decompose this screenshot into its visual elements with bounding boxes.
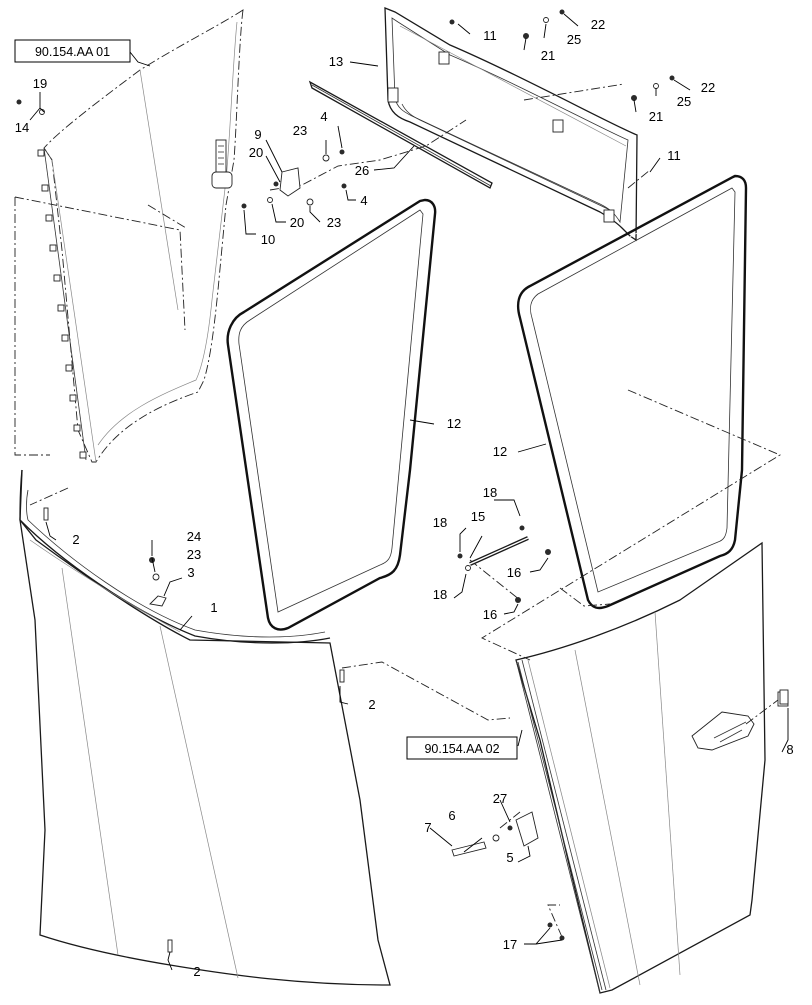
reference-box-01: 90.154.AA 01 <box>14 39 131 63</box>
front-curved-glass <box>19 469 391 986</box>
callout-4-bot: 4 <box>360 193 367 208</box>
callout-25-top: 25 <box>567 32 581 47</box>
callout-21-mid: 21 <box>649 109 663 124</box>
callout-24: 24 <box>187 529 201 544</box>
callout-2-front-left: 2 <box>72 532 79 547</box>
callout-19: 19 <box>33 76 47 91</box>
seal-left <box>226 198 437 631</box>
reference-box-02: 90.154.AA 02 <box>406 736 518 760</box>
weather-strip <box>308 80 493 189</box>
callout-26: 26 <box>355 163 369 178</box>
callout-14: 14 <box>15 120 29 135</box>
callout-6: 6 <box>448 808 455 823</box>
callout-18-top: 18 <box>483 485 497 500</box>
leader-lines <box>29 13 789 971</box>
rear-window-frame <box>384 7 638 242</box>
callout-4-top: 4 <box>320 109 327 124</box>
callout-10: 10 <box>261 232 275 247</box>
seal-right <box>516 174 748 610</box>
callout-20-bot: 20 <box>290 215 304 230</box>
callout-23-top: 23 <box>293 123 307 138</box>
callout-23-bot: 23 <box>187 547 201 562</box>
callout-8: 8 <box>786 742 793 757</box>
latch-mechanism-upper <box>211 139 233 189</box>
callout-15: 15 <box>471 509 485 524</box>
callout-21-top: 21 <box>541 48 555 63</box>
callout-1: 1 <box>210 600 217 615</box>
hinge-strip-left <box>37 149 87 459</box>
door-handle <box>691 691 789 751</box>
callout-22-top: 22 <box>591 17 605 32</box>
callouts: 19 14 11 13 21 25 22 21 25 22 11 26 9 20… <box>15 17 794 979</box>
callout-23-mid: 23 <box>327 215 341 230</box>
right-door-glass <box>515 541 789 994</box>
callout-25-mid: 25 <box>677 94 691 109</box>
callout-17: 17 <box>503 937 517 952</box>
upper-left-glass-panel <box>37 9 244 463</box>
callout-9: 9 <box>254 127 261 142</box>
assembly-centerlines <box>14 83 781 938</box>
callout-20-top: 20 <box>249 145 263 160</box>
callout-16-bot: 16 <box>483 607 497 622</box>
callout-11-mid: 11 <box>667 148 681 163</box>
callout-3: 3 <box>187 565 194 580</box>
callout-18-bot: 18 <box>433 587 447 602</box>
callout-2-front-bottom: 2 <box>193 964 200 979</box>
reference-label-02: 90.154.AA 02 <box>424 742 499 756</box>
callout-11-top: 11 <box>483 28 497 43</box>
callout-5: 5 <box>506 850 513 865</box>
callout-2-front-mid: 2 <box>368 697 375 712</box>
reference-label-01: 90.154.AA 01 <box>35 45 110 59</box>
callout-16-top: 16 <box>507 565 521 580</box>
callout-7: 7 <box>424 820 431 835</box>
callout-18-left: 18 <box>433 515 447 530</box>
callout-13: 13 <box>329 54 343 69</box>
callout-22-mid: 22 <box>701 80 715 95</box>
callout-12-right: 12 <box>493 444 507 459</box>
hardware <box>16 9 789 953</box>
callout-27: 27 <box>493 791 507 806</box>
hinge-strip-right <box>517 659 611 991</box>
callout-12-left: 12 <box>447 416 461 431</box>
